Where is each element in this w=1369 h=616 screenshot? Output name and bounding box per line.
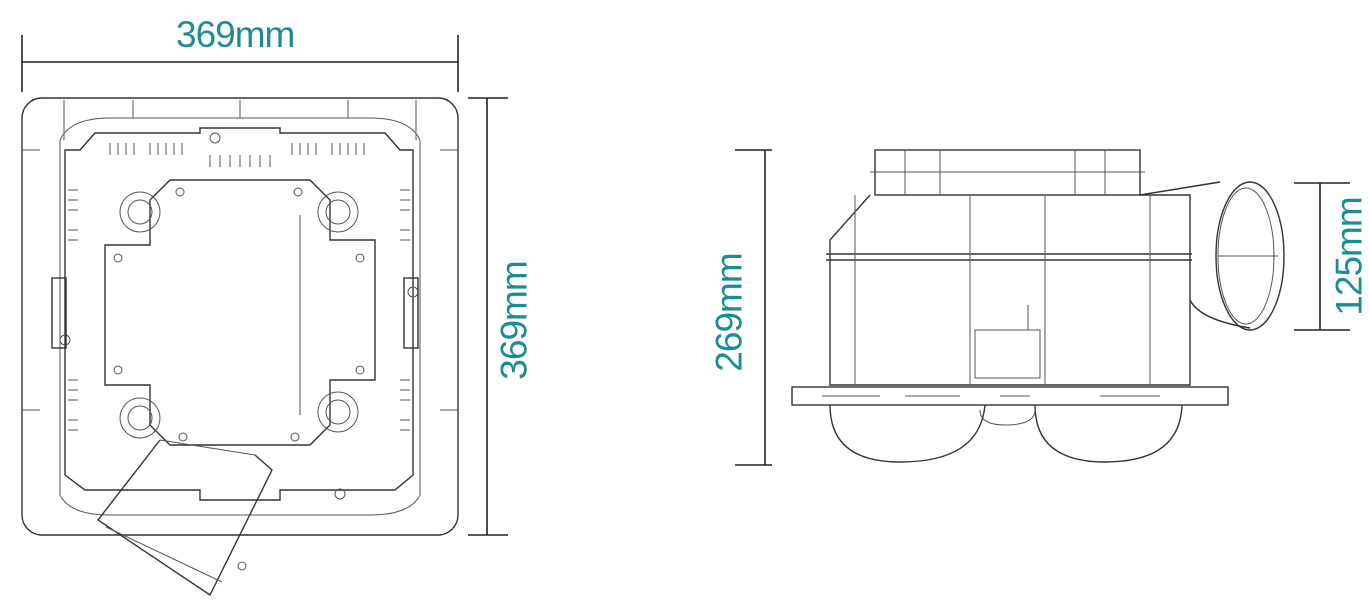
top-view: [21, 97, 459, 597]
height-dimension-label: 269mm: [708, 253, 750, 372]
height-dimension-line: [735, 149, 772, 466]
width-dimension-line: [21, 35, 459, 92]
duct-diameter-label: 125mm: [1328, 197, 1369, 316]
depth-dimension-label: 369mm: [493, 261, 535, 380]
side-view: [791, 149, 1285, 463]
duct-dimension-line: [1294, 182, 1350, 331]
width-dimension-label: 369mm: [176, 14, 295, 55]
depth-dimension-line: [468, 97, 508, 536]
vent-slots: [68, 143, 410, 431]
